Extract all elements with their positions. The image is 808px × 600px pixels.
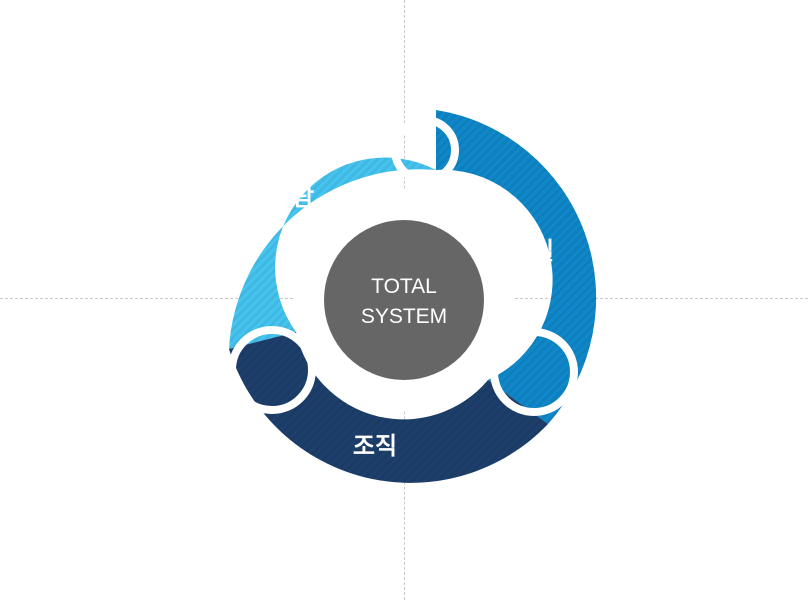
segment-label-saram: 사람 — [270, 183, 314, 211]
separator-left — [228, 326, 316, 414]
center-label-line1: TOTAL — [371, 275, 437, 298]
center-label-line2: SYSTEM — [361, 305, 447, 328]
segment-saram — [229, 157, 436, 349]
separator-right — [490, 328, 578, 416]
center-disc — [324, 220, 484, 380]
segment-il — [436, 110, 597, 424]
segment-label-il: 일 — [532, 237, 554, 265]
segment-label-jojik: 조직 — [353, 432, 397, 460]
segment-saram-texture — [229, 157, 436, 349]
segment-il-texture — [436, 110, 597, 424]
separator-top — [391, 116, 459, 184]
